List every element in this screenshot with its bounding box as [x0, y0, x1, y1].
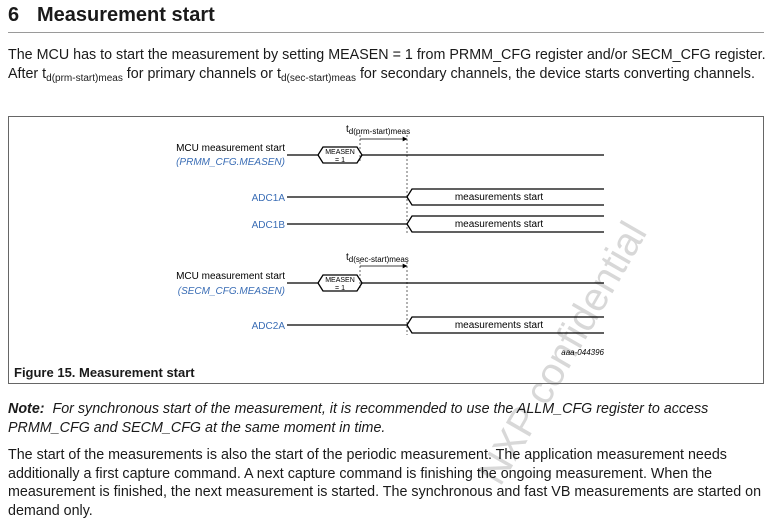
note-text: For synchronous start of the measurement…	[8, 401, 709, 436]
mcu-prm-pulse-bottom	[317, 154, 363, 164]
closing-paragraph: The start of the measurements is also th…	[8, 447, 762, 519]
mcu-sec-pulse-text-2: = 1	[335, 285, 345, 292]
timing-figure: td(prm-start)meas MCU measurement start …	[8, 116, 764, 384]
mcu-prm-wave	[287, 146, 604, 156]
intro-text-c: for secondary channels, the device start…	[355, 65, 755, 82]
adc1b-wave-bottom	[406, 223, 604, 233]
t-sec-label: td(sec-start)meas	[346, 252, 409, 264]
note-paragraph: Note: For synchronous start of the measu…	[8, 400, 768, 437]
mcu-sec-wave	[287, 274, 604, 284]
mcu-sec-sublabel: (SECM_CFG.MEASEN)	[178, 286, 285, 297]
mcu-sec-label: MCU measurement start	[176, 271, 285, 282]
intro-text-b: for primary channels or t	[122, 65, 281, 82]
adc1a-wave-top	[287, 188, 604, 198]
adc2a-box-text: measurements start	[455, 320, 544, 331]
adc2a-wave-bottom	[406, 324, 604, 334]
adc2a-label: ADC2A	[252, 321, 286, 332]
adc1b-label: ADC1B	[252, 220, 286, 231]
timing-diagram: td(prm-start)meas MCU measurement start …	[176, 124, 604, 357]
mcu-prm-label: MCU measurement start	[176, 143, 285, 154]
section-title: Measurement start	[37, 4, 215, 26]
intro-paragraph: The MCU has to start the measurement by …	[8, 46, 768, 88]
adc1b-wave-top	[287, 215, 604, 225]
t-prm-label: td(prm-start)meas	[346, 124, 410, 136]
adc1a-wave-bottom	[406, 196, 604, 206]
adc2a-wave-top	[287, 316, 604, 326]
adc1a-box-text: measurements start	[455, 192, 544, 203]
section-heading: 6 Measurement start	[8, 4, 764, 33]
intro-sub-b: d(sec-start)meas	[280, 72, 356, 84]
mcu-sec-pulse-bottom	[317, 282, 363, 292]
intro-text-a: The MCU has to start the measurement by …	[8, 47, 766, 82]
intro-sub-a: d(prm-start)meas	[46, 72, 123, 84]
section-number: 6	[8, 4, 20, 26]
adc1a-label: ADC1A	[252, 193, 286, 204]
mcu-prm-pulse-text-1: MEASEN	[325, 149, 355, 156]
adc1b-box-text: measurements start	[455, 219, 544, 230]
figure-caption: Figure 15. Measurement start	[14, 365, 195, 380]
mcu-prm-pulse-text-2: = 1	[335, 157, 345, 164]
mcu-sec-pulse-text-1: MEASEN	[325, 277, 355, 284]
mcu-prm-sublabel: (PRMM_CFG.MEASEN)	[176, 157, 285, 168]
figure-code: aaa-044396	[561, 348, 604, 357]
note-prefix: Note:	[8, 401, 45, 417]
